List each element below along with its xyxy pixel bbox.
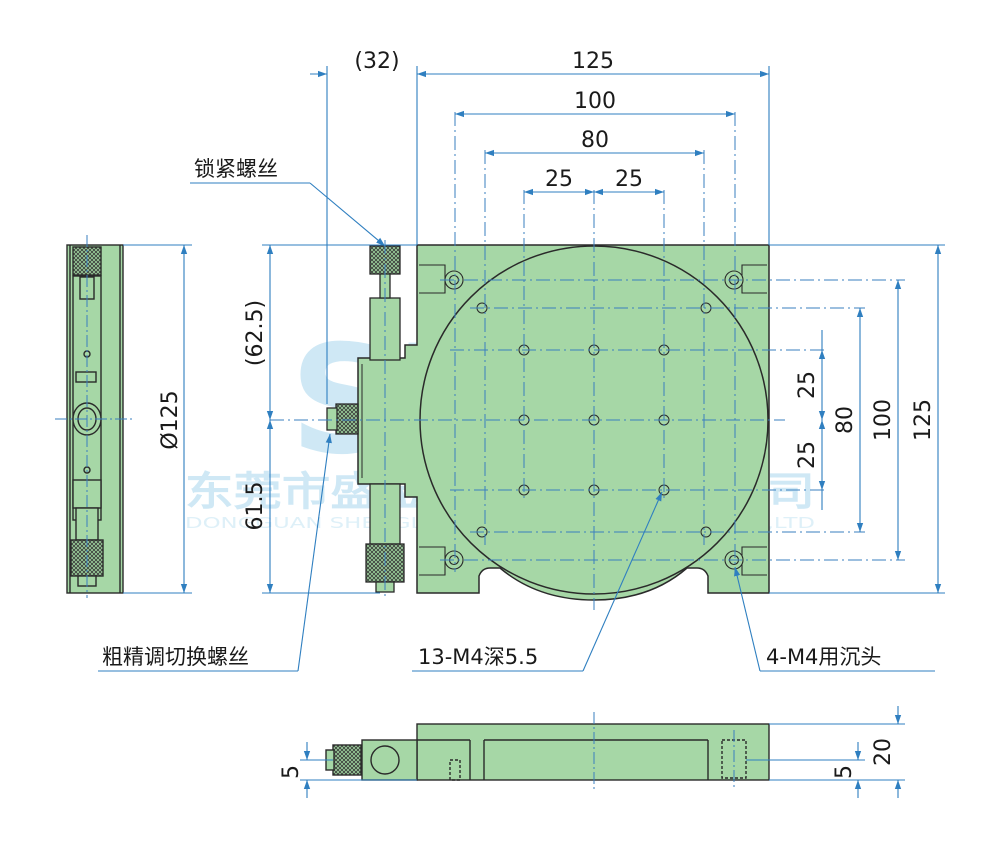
right-dimensions (769, 244, 945, 594)
bottom-view-plate (416, 723, 770, 781)
callout-13-holes: 13-M4深5.5 (418, 645, 538, 669)
dim-label-5-left: 5 (279, 765, 304, 779)
dim-label-25-right-b: 25 (795, 441, 820, 469)
callout-fine-coarse-screw: 粗精调切换螺丝 (102, 645, 249, 669)
dim-label-80-top: 80 (581, 128, 609, 153)
dim-label-125-top: 125 (572, 49, 614, 74)
callout-4-holes: 4-M4用沉头 (766, 645, 881, 669)
bottom-side-view (325, 723, 770, 781)
callout-leaders (98, 182, 935, 672)
dim-label-100-right: 100 (871, 399, 896, 441)
dim-label-25-top-a: 25 (545, 167, 573, 192)
top-dimensions (310, 66, 770, 404)
callout-lock-screw: 锁紧螺丝 (194, 157, 278, 181)
dim-label-diameter: Ø125 (158, 390, 183, 449)
dim-label-5-right: 5 (832, 765, 857, 779)
dim-label-32: (32) (354, 49, 399, 74)
dim-side-diameter (123, 244, 192, 594)
left-dimensions (262, 244, 417, 594)
center-lines (270, 112, 905, 610)
dim-label-61-5: 61.5 (243, 482, 268, 531)
dim-label-100-top: 100 (574, 89, 616, 114)
dim-label-25-top-b: 25 (615, 167, 643, 192)
bottom-dimensions (300, 706, 905, 798)
front-view (357, 244, 770, 601)
dim-label-80-right: 80 (833, 406, 858, 434)
dim-label-125-right: 125 (911, 399, 936, 441)
dim-label-20: 20 (871, 738, 896, 766)
dim-label-62-5: (62.5) (243, 300, 268, 366)
bottom-view-knob (332, 744, 362, 776)
fine-screw-knob (335, 403, 359, 435)
dim-label-25-right-a: 25 (795, 371, 820, 399)
